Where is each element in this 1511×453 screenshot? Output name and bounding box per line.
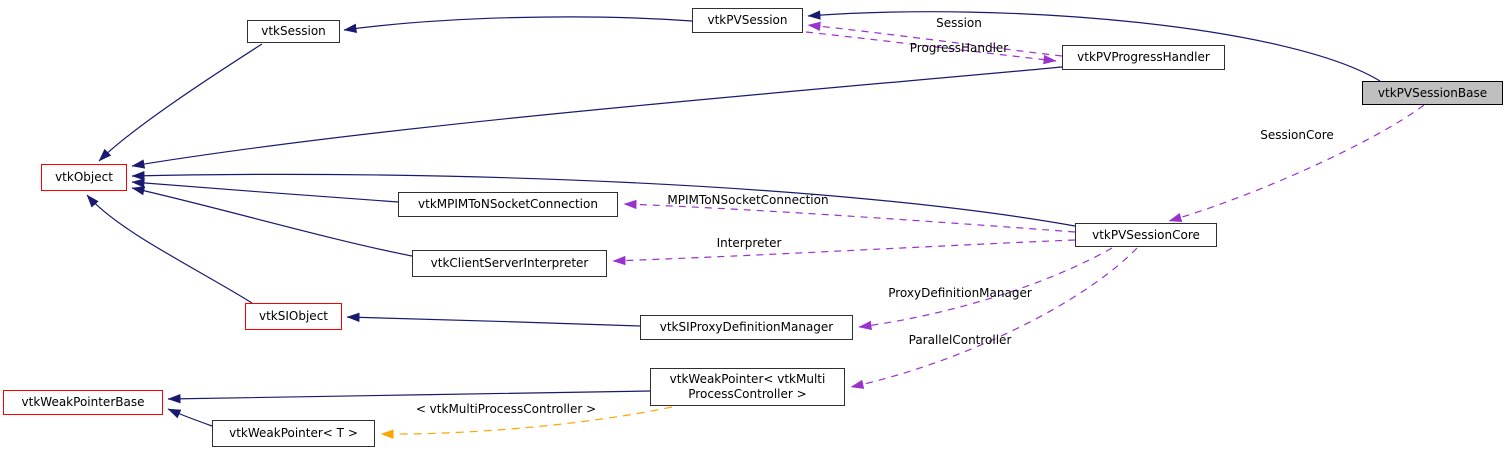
- node-vtkpvsession[interactable]: vtkPVSession: [692, 8, 803, 33]
- edge-vtksiproxydefinitionmanager-to-vtksiobject: [346, 312, 641, 327]
- edge-vtkweakpointert-to-vtkweakpointerbase: [167, 408, 213, 427]
- edge-vtkpvprogresshandler-to-vtkobject: [131, 66, 1063, 169]
- edge-vtksiobject-to-vtkobject: [86, 194, 253, 304]
- edge-label-sessioncore: SessionCore: [1260, 128, 1334, 142]
- edge-label-progresshandler: ProgressHandler: [910, 41, 1009, 55]
- edge-vtkpvsessioncore-to-vtkobject: [131, 171, 1076, 227]
- edge-label-interpreter: Interpreter: [717, 236, 782, 250]
- node-vtkweakpointer-vtkmultiprocesscontroller[interactable]: vtkWeakPointer< vtkMulti ProcessControll…: [650, 368, 845, 406]
- node-vtksiproxydefinitionmanager[interactable]: vtkSIProxyDefinitionManager: [640, 315, 853, 340]
- node-vtkpvsessionbase-focus: vtkPVSessionBase: [1362, 81, 1503, 105]
- edge-usage-proxydefinitionmanager: [858, 247, 1113, 331]
- edge-vtkmpimtonsocketconnection-to-vtkobject: [131, 178, 399, 203]
- node-vtkpvsessioncore[interactable]: vtkPVSessionCore: [1075, 223, 1217, 247]
- edge-vtkweakpointermpc-to-vtkweakpointerbase: [167, 390, 651, 404]
- edge-usage-progresshandler: [805, 31, 1057, 65]
- edge-label-template-instance: < vtkMultiProcessController >: [416, 402, 596, 416]
- node-vtkobject[interactable]: vtkObject: [41, 164, 127, 191]
- node-vtksession[interactable]: vtkSession: [247, 20, 340, 43]
- edge-vtkpvsession-to-vtksession: [343, 16, 693, 33]
- edge-label-session: Session: [936, 16, 982, 30]
- edge-label-parallelcontroller: ParallelController: [909, 333, 1012, 347]
- edge-usage-interpreter: [612, 239, 1076, 266]
- edge-vtksession-to-vtkobject: [98, 43, 263, 162]
- edge-usage-sessioncore: [1168, 104, 1425, 223]
- node-vtkclientserverinterpreter[interactable]: vtkClientServerInterpreter: [412, 250, 607, 277]
- edge-usage-session: [807, 21, 1063, 57]
- edge-vtkclientserverinterpreter-to-vtkobject: [131, 186, 413, 257]
- edge-usage-mpimtonsocketconnection: [623, 199, 1076, 233]
- node-vtkpvprogresshandler[interactable]: vtkPVProgressHandler: [1062, 45, 1225, 70]
- node-vtkweakpointerbase[interactable]: vtkWeakPointerBase: [3, 390, 163, 415]
- node-vtkmpimtonsocketconnection[interactable]: vtkMPIMToNSocketConnection: [398, 192, 618, 217]
- edge-label-mpimtonsocketconnection: MPIMToNSocketConnection: [667, 193, 828, 207]
- node-vtkweakpointer-t[interactable]: vtkWeakPointer< T >: [212, 420, 375, 447]
- edge-usage-parallelcontroller: [850, 247, 1138, 389]
- edge-template-instantiation: [380, 406, 673, 439]
- edge-vtkpvsessionbase-to-vtkpvsession: [807, 10, 1381, 82]
- edge-label-proxydefinitionmanager: ProxyDefinitionManager: [888, 286, 1032, 300]
- node-vtksiobject[interactable]: vtkSIObject: [245, 303, 342, 330]
